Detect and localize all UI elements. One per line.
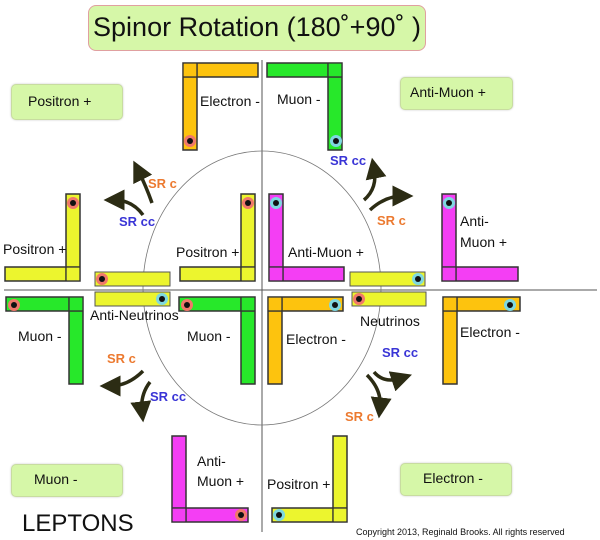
muon-l-top [266, 62, 343, 151]
neutrino-bar-top-body [349, 271, 426, 287]
shape-label: Anti- [460, 213, 489, 229]
anti-neutrino-bar-bottom-body [94, 291, 171, 307]
rotation-label: SR c [345, 409, 374, 424]
corner-box-top-left: Positron + [11, 84, 123, 120]
shape-label: Muon - [18, 328, 62, 344]
positron-l-bottom [271, 435, 348, 523]
rotation-label: SR cc [119, 214, 156, 229]
neutrinos-label: Neutrinos [360, 313, 420, 329]
electron-l-inner-joint [268, 297, 282, 311]
muon-l-inner-dot-center [184, 302, 190, 308]
anti-neutrinos-label: Anti-Neutrinos [90, 307, 179, 323]
rotation-label: SR cc [382, 345, 419, 360]
positron-l-left-dot-center [70, 200, 76, 206]
neutrino-bar-top [349, 271, 426, 287]
anti-muon-l-inner-dot-center [273, 200, 279, 206]
corner-label: Positron + [28, 93, 92, 109]
rotation-arrow-icon [133, 160, 154, 204]
electron-l-right-dot-center [507, 302, 513, 308]
rotation-arrow-icon [362, 157, 387, 202]
anti-muon-l-right-dot-center [446, 200, 452, 206]
title-box: Spinor Rotation (180˚+90˚ ) [88, 5, 426, 51]
anti-neutrino-bar-top-dot-center [99, 276, 105, 282]
anti-muon-l-right-joint [442, 267, 456, 281]
positron-l-inner [179, 193, 256, 282]
copyright: Copyright 2013, Reginald Brooks. All rig… [356, 527, 565, 537]
anti-neutrino-bar-top [94, 271, 171, 287]
shape-label: Electron - [286, 331, 346, 347]
corner-label: Electron - [423, 470, 483, 486]
page-title: Spinor Rotation (180˚+90˚ ) [93, 12, 421, 42]
rotation-arrow-icon [99, 369, 145, 397]
rotation-arrow-icon [372, 370, 412, 392]
corner-box-bottom-right: Electron - [400, 463, 512, 496]
shape-label: Electron - [200, 93, 260, 109]
muon-l-top-joint [328, 63, 342, 77]
corner-label: Muon - [34, 471, 78, 487]
shape-label: Positron + [3, 241, 67, 257]
shape-label: Muon - [187, 328, 231, 344]
neutrino-bar-bottom-dot-center [356, 296, 362, 302]
corner-label: Anti-Muon + [410, 84, 486, 100]
electron-l-right-joint [443, 297, 457, 311]
electron-l-inner [267, 296, 344, 385]
leptons-heading: LEPTONS [22, 510, 134, 537]
muon-l-inner [178, 296, 256, 385]
shape-label: Muon - [277, 91, 321, 107]
anti-muon-l-bottom-joint [172, 508, 186, 522]
corner-box-bottom-left: Muon - [11, 464, 123, 497]
positron-l-inner-dot-center [245, 200, 251, 206]
muon-l-top-dot-center [333, 138, 339, 144]
muon-l-left-joint [69, 297, 83, 311]
positron-l-bottom-dot-center [276, 512, 282, 518]
anti-muon-l-right [441, 193, 519, 282]
positron-l-left [4, 193, 81, 282]
rotation-arrow-icon [130, 380, 152, 423]
rotation-arrow-icon [365, 373, 392, 419]
muon-l-left [5, 296, 84, 385]
electron-l-top-joint [183, 63, 197, 77]
rotation-label: SR c [377, 213, 406, 228]
anti-muon-l-bottom-dot-center [238, 512, 244, 518]
electron-l-top [182, 62, 259, 151]
shape-label: Anti- [197, 453, 226, 469]
electron-l-inner-dot-center [332, 302, 338, 308]
positron-l-inner-joint [241, 267, 255, 281]
rotation-circle [142, 150, 382, 426]
rotation-label: SR c [107, 351, 136, 366]
neutrino-bar-top-dot-center [415, 276, 421, 282]
anti-neutrino-bar-top-body [94, 271, 171, 287]
electron-l-top-dot-center [187, 138, 193, 144]
rotation-arrow-icon [368, 185, 414, 212]
anti-neutrino-bar-bottom-dot-center [159, 296, 165, 302]
shape-label: Anti-Muon + [288, 244, 364, 260]
shape-label: Muon + [197, 473, 245, 489]
shape-label: Positron + [267, 476, 331, 492]
electron-l-right [442, 296, 521, 385]
rotation-label: SR cc [330, 153, 367, 168]
anti-neutrino-bar-bottom [94, 291, 171, 307]
shape-label: Electron - [460, 324, 520, 340]
shape-label: Positron + [176, 244, 240, 260]
rotation-label: SR c [148, 176, 177, 191]
anti-muon-l-inner [268, 193, 345, 282]
rotation-label: SR cc [150, 389, 187, 404]
muon-l-inner-joint [241, 297, 255, 311]
anti-muon-l-bottom [171, 435, 249, 523]
positron-l-bottom-joint [333, 508, 347, 522]
rotation-arrow-icon [103, 189, 145, 217]
neutrino-bar-bottom-body [351, 291, 427, 307]
positron-l-left-joint [66, 267, 80, 281]
anti-muon-l-inner-joint [269, 267, 283, 281]
corner-box-top-right: Anti-Muon + [400, 77, 513, 110]
muon-l-left-dot-center [11, 302, 17, 308]
shape-label: Muon + [460, 234, 508, 250]
neutrino-bar-bottom [351, 291, 427, 307]
